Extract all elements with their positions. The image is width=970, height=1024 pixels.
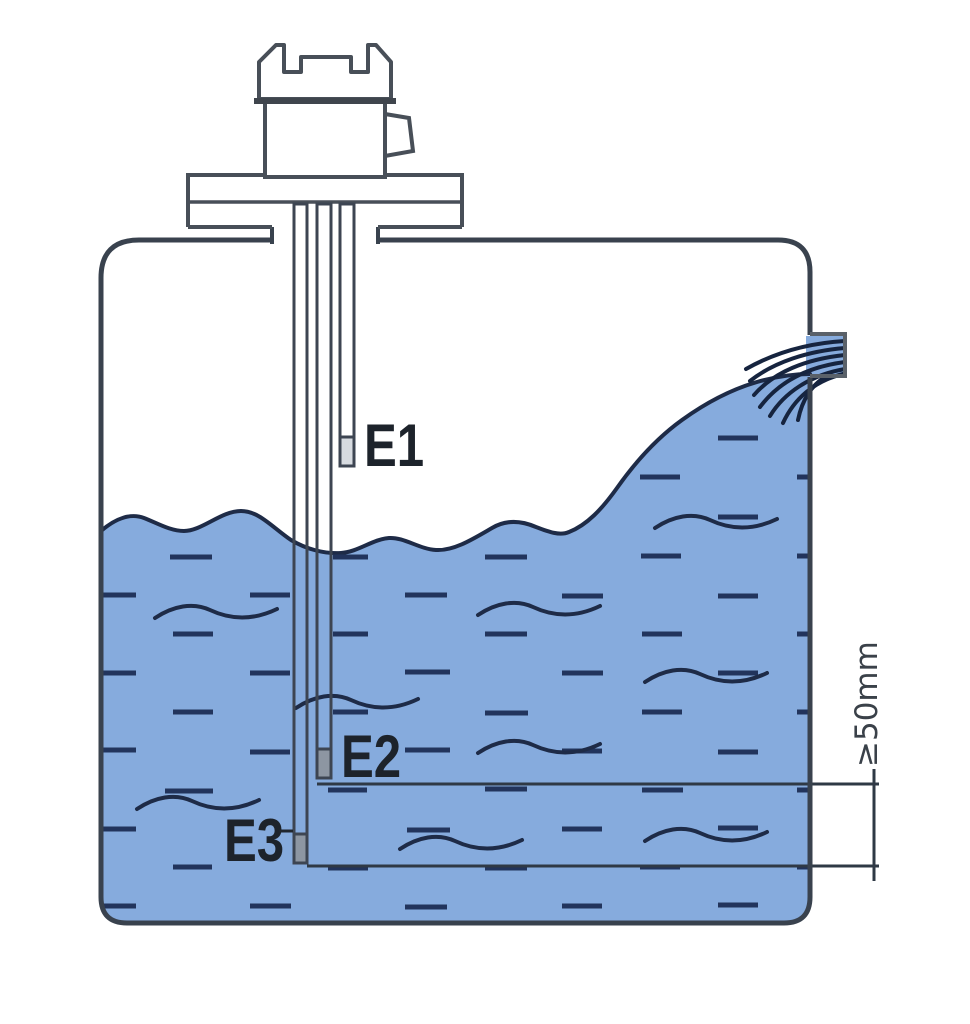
mounting-flange xyxy=(186,173,464,229)
dimension-annotation: ≥50mm xyxy=(307,641,885,881)
electrode-labels: E1 E2 E3 xyxy=(224,411,424,874)
electrode-e2-tip xyxy=(315,747,333,780)
label-e1: E1 xyxy=(364,411,424,479)
liquid-wave-marks xyxy=(135,513,779,851)
sensor-head-body xyxy=(263,97,387,179)
electrode-e3-probe xyxy=(292,202,309,865)
inlet-stream-lines xyxy=(744,339,847,425)
liquid-surface-line xyxy=(99,372,812,556)
inlet-stub-outline xyxy=(810,332,847,378)
electrode-e3-tip xyxy=(292,832,309,865)
label-e3: E3 xyxy=(224,806,284,874)
label-e2: E2 xyxy=(341,722,401,790)
dimension-label: ≥50mm xyxy=(849,641,885,767)
sensor-head-cap xyxy=(257,43,393,101)
liquid-fill xyxy=(101,374,810,923)
electrode-e1-probe xyxy=(338,202,356,468)
electrode-e1-tip xyxy=(338,435,356,468)
sensor-head xyxy=(254,43,416,179)
tank-nozzle xyxy=(270,226,380,244)
sensor-head-conduit-hub xyxy=(383,111,416,159)
tank-liquid xyxy=(99,336,846,923)
tank-outline xyxy=(98,237,813,926)
electrode-e2-probe xyxy=(315,202,333,780)
